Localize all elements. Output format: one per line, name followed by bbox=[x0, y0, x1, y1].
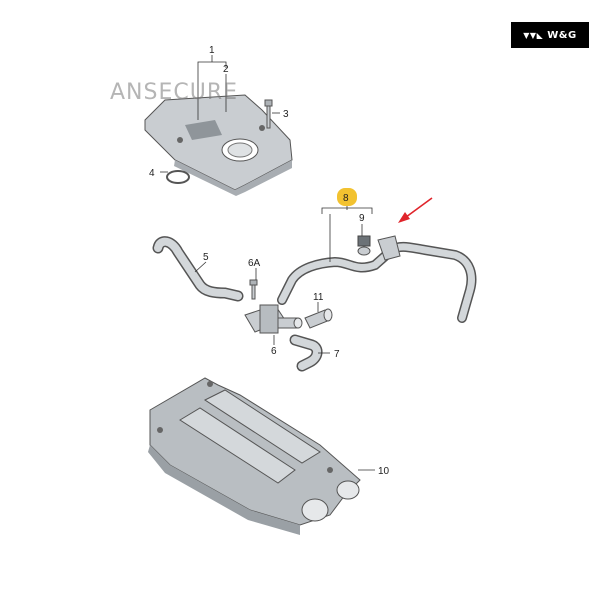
red-arrow-icon bbox=[398, 197, 433, 223]
callout-5: 5 bbox=[203, 252, 209, 263]
callout-3: 3 bbox=[283, 109, 289, 120]
callout-4: 4 bbox=[149, 168, 155, 179]
sleeve-part bbox=[304, 308, 333, 329]
callout-6a: 6A bbox=[248, 258, 261, 269]
small-bolt-part bbox=[249, 279, 258, 300]
bolt-part bbox=[264, 99, 273, 129]
leader-lines bbox=[160, 55, 375, 471]
long-breather-hose-part bbox=[277, 241, 477, 323]
callout-11: 11 bbox=[313, 292, 324, 303]
callout-7: 7 bbox=[334, 349, 340, 360]
cam-housing-part bbox=[148, 377, 361, 535]
callout-10: 10 bbox=[378, 466, 390, 477]
wolf-logo-icon: ▼▼◣ bbox=[523, 30, 544, 40]
clip-part bbox=[357, 235, 371, 256]
callout-2: 2 bbox=[223, 64, 229, 75]
callout-6: 6 bbox=[271, 346, 277, 357]
engine-cover bbox=[144, 94, 293, 196]
brand-badge: ▼▼◣ W&G bbox=[511, 22, 589, 48]
callout-8: 8 bbox=[343, 193, 349, 204]
o-ring-part bbox=[166, 170, 190, 184]
callout-8-highlight bbox=[337, 188, 357, 206]
watermark-text: ANSECURE bbox=[110, 80, 239, 105]
brand-name: W&G bbox=[547, 29, 577, 41]
callout-1: 1 bbox=[209, 45, 215, 56]
callout-9: 9 bbox=[359, 213, 365, 224]
tee-connector-part bbox=[244, 304, 303, 334]
